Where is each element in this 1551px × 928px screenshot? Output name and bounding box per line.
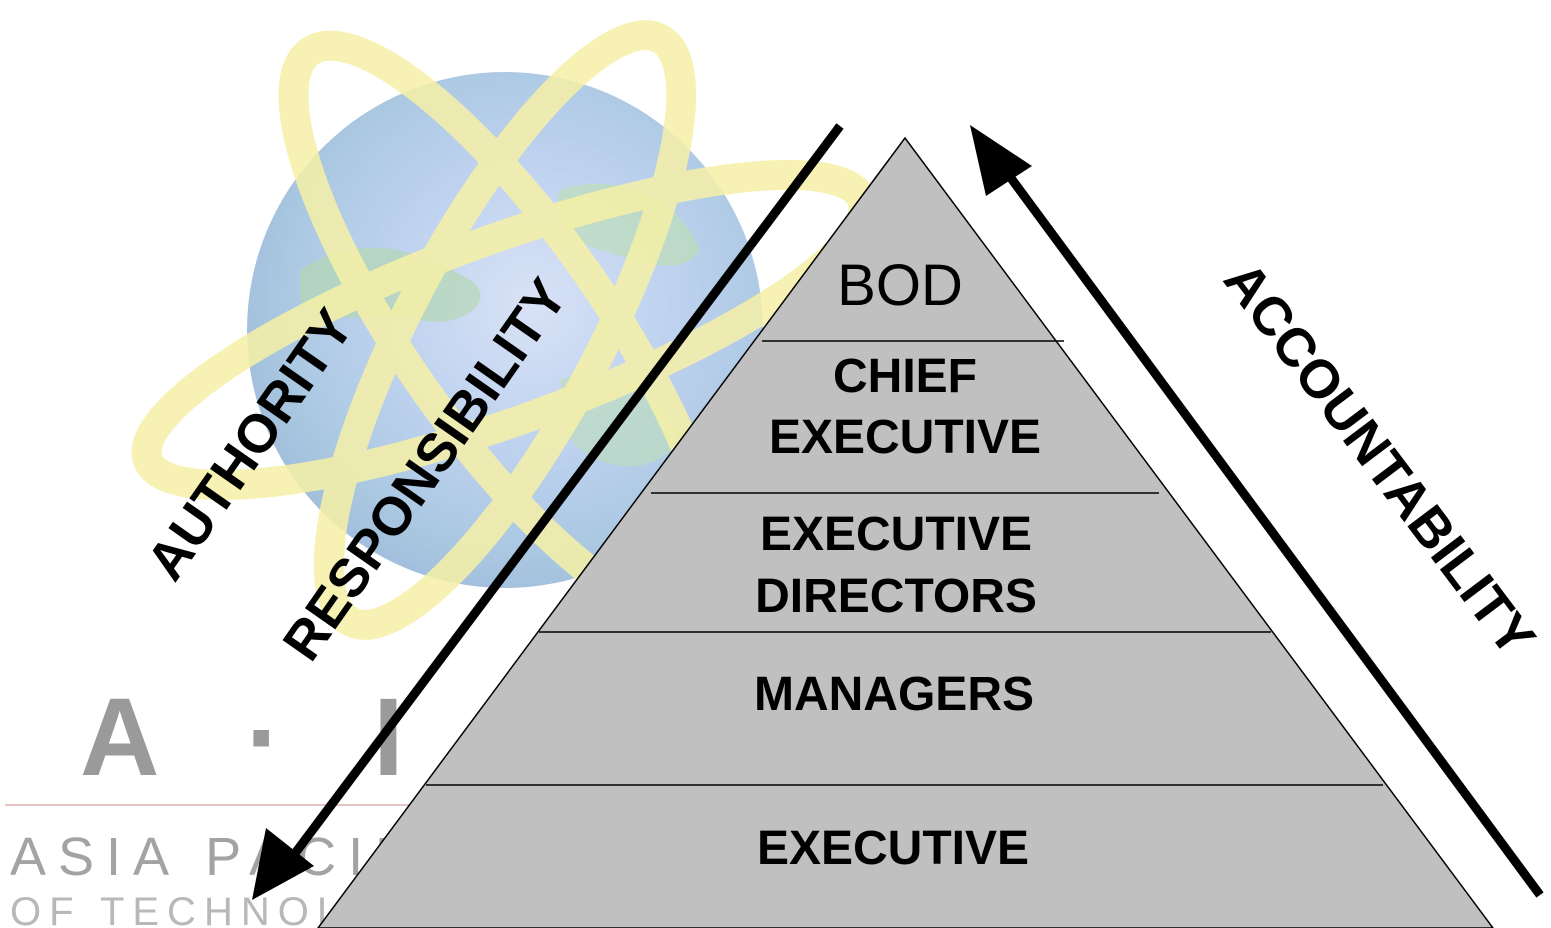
level-bod: BOD — [837, 253, 963, 318]
arrow-down-icon — [252, 828, 314, 900]
pyramid-shape — [317, 136, 1494, 928]
watermark-globe-icon — [131, 20, 879, 640]
level-executive: EXECUTIVE — [757, 822, 1029, 875]
level-executive-directors-line2: DIRECTORS — [755, 570, 1037, 623]
label-accountability: ACCOUNTABILITY — [1212, 251, 1546, 667]
level-managers: MANAGERS — [754, 668, 1034, 721]
arrow-up-icon — [970, 125, 1032, 196]
level-chief-executive-line1: CHIEF — [833, 350, 977, 403]
accountability-arrow — [970, 125, 1544, 898]
authority-arrow — [252, 123, 844, 900]
pyramid: BOD CHIEF EXECUTIVE EXECUTIVE DIRECTORS … — [317, 136, 1494, 928]
level-executive-directors-line1: EXECUTIVE — [760, 508, 1032, 561]
level-chief-executive-line2: EXECUTIVE — [769, 411, 1041, 464]
